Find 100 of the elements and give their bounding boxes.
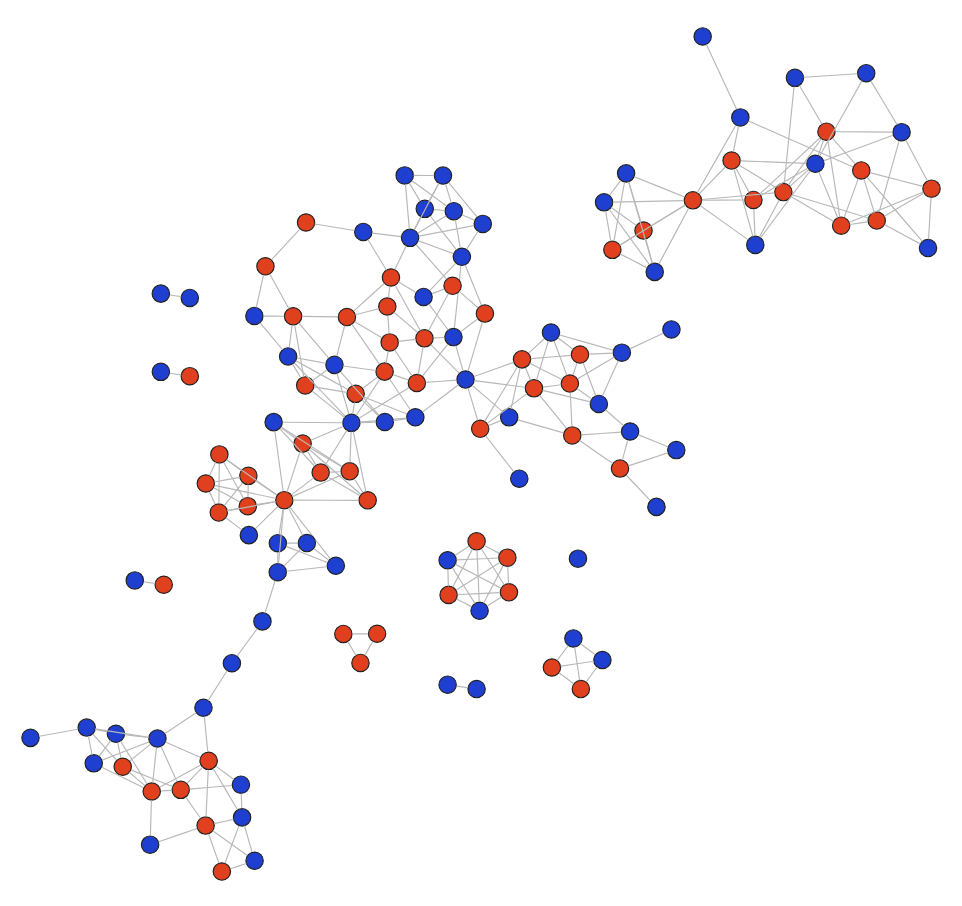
node-circle <box>196 815 215 834</box>
connector <box>212 829 248 855</box>
connector <box>394 348 413 376</box>
node-circle <box>293 433 312 452</box>
connector <box>295 359 349 390</box>
connector <box>213 486 241 502</box>
connector <box>298 321 330 358</box>
connector <box>569 391 573 427</box>
connector <box>422 383 460 412</box>
connector <box>848 190 925 222</box>
connector <box>352 632 369 634</box>
node-circle <box>354 221 373 241</box>
node-circle <box>106 723 126 743</box>
connector <box>385 349 389 363</box>
connector <box>823 133 894 161</box>
node-circle <box>512 349 532 368</box>
connector <box>291 473 343 497</box>
connector <box>488 419 502 425</box>
node-circle <box>400 227 420 247</box>
connector <box>735 167 750 192</box>
connector <box>311 389 346 417</box>
connector <box>38 727 79 736</box>
connector <box>790 194 834 221</box>
connector <box>739 159 807 163</box>
connector <box>394 283 421 331</box>
node-circle <box>256 256 275 275</box>
connector <box>883 191 925 216</box>
connector <box>296 356 327 363</box>
node-circle <box>443 275 462 295</box>
node-circle <box>560 373 580 392</box>
connector <box>354 320 383 338</box>
node-circle <box>456 369 475 388</box>
node-circle <box>268 532 288 552</box>
connector <box>130 768 174 787</box>
connector <box>658 206 690 264</box>
node-circle <box>180 287 200 307</box>
node-circle <box>334 623 353 643</box>
node-circle <box>295 375 315 394</box>
node-circle <box>151 361 171 381</box>
connector <box>329 470 342 472</box>
connector <box>789 168 810 186</box>
connector <box>354 477 364 493</box>
connector <box>215 764 235 780</box>
connector <box>628 180 642 222</box>
connector <box>129 742 152 761</box>
connector <box>313 385 348 392</box>
node-circle <box>239 524 259 544</box>
connector <box>364 640 374 655</box>
connector <box>229 861 247 869</box>
connector <box>619 203 686 245</box>
connector <box>579 439 614 464</box>
node-circle <box>406 407 425 426</box>
node-circle <box>806 153 825 172</box>
connector <box>905 138 928 181</box>
connector <box>510 366 521 409</box>
connector <box>189 783 233 789</box>
connector <box>701 198 746 200</box>
connector <box>288 323 293 348</box>
connector <box>280 425 343 466</box>
connector <box>529 361 563 380</box>
connector <box>203 714 209 752</box>
connector <box>413 173 435 176</box>
connector <box>429 214 457 250</box>
connector <box>576 387 593 399</box>
node-circle <box>264 411 283 431</box>
connector <box>308 447 362 494</box>
connector <box>627 451 669 466</box>
connector <box>486 392 528 423</box>
connector <box>358 386 410 418</box>
node-circle <box>746 234 765 254</box>
connector <box>128 770 146 786</box>
connector <box>352 430 367 491</box>
node-circle <box>125 570 145 589</box>
connector <box>169 371 182 375</box>
connector <box>467 386 479 420</box>
node-circle <box>245 850 264 869</box>
node-circle <box>154 574 173 593</box>
connector <box>255 273 265 307</box>
connector <box>748 119 854 167</box>
node-circle <box>414 286 433 306</box>
connector <box>124 733 150 738</box>
node-circle <box>358 490 377 509</box>
connector <box>353 281 385 311</box>
node-circle <box>415 328 434 347</box>
connector <box>274 429 284 491</box>
connector <box>455 597 473 607</box>
node-circle <box>467 678 486 698</box>
connector <box>120 739 148 784</box>
connector <box>456 591 501 595</box>
connector <box>483 564 504 603</box>
connector <box>733 167 754 237</box>
connector <box>387 314 390 334</box>
connector <box>560 659 595 666</box>
node-circle <box>84 753 103 772</box>
connector <box>476 548 480 602</box>
node-circle <box>21 727 40 747</box>
connector <box>803 72 858 77</box>
node-circle <box>151 283 171 302</box>
connector <box>185 795 201 818</box>
connector <box>467 320 483 371</box>
